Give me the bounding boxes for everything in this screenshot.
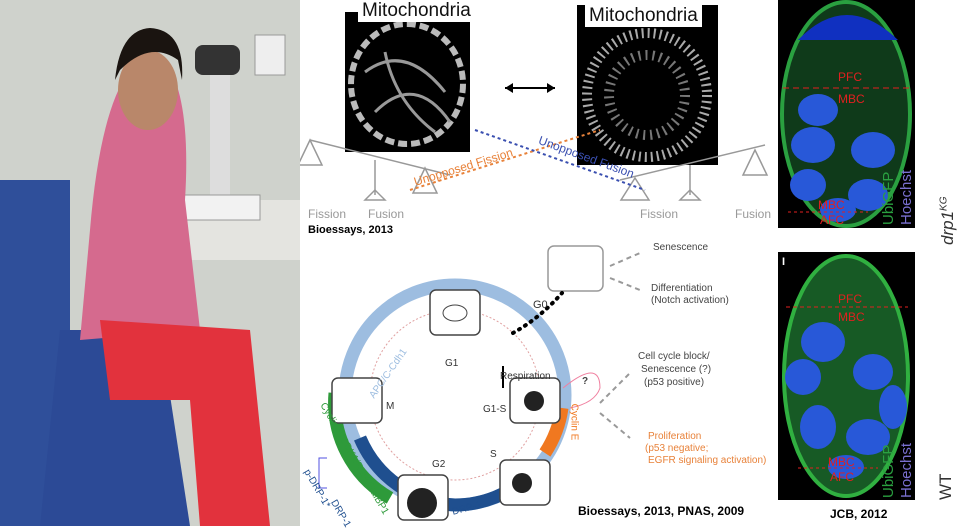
notch-label: (Notch activation): [651, 295, 729, 306]
mbc-wt-label: MBC: [838, 310, 865, 324]
balance-diagram: [300, 83, 769, 201]
phase-g0: G0: [533, 299, 548, 311]
mitochondria-panel: Mitochondria Mitochondria Unopposed Fiss…: [300, 0, 775, 236]
senescence-label: Senescence: [653, 242, 709, 253]
feedback-arrow: [562, 372, 601, 409]
double-arrow-icon: [505, 83, 555, 93]
cell-cycle-panel: G0 G1 G1-S S G2 M Respiration ? APC/C-Cd…: [300, 238, 775, 529]
m-cell: [331, 377, 383, 424]
cycle-citation: Bioessays, 2013, PNAS, 2009: [578, 504, 745, 518]
afc-wt-label: AFC: [830, 470, 854, 484]
phase-g1s: G1-S: [483, 404, 507, 415]
pfc-label: PFC: [838, 70, 862, 84]
cell-cycle-diagram: [318, 245, 641, 521]
egfr-label: EGFR signaling activation): [648, 455, 767, 466]
ubigfp-wt-label: UbiGFP: [880, 444, 897, 498]
mbc-wt-bottom-label: MBC: [828, 455, 855, 469]
fusion-right-label: Fusion: [735, 207, 772, 221]
drp1-mutant-image: PFC MBC MBC AFC UbiGFP Hoechst: [778, 0, 915, 228]
hoechst-wt-label: Hoechst: [898, 442, 915, 498]
wild-type-image: I PFC MBC MBC AFC UbiGFP Hoechst: [778, 252, 915, 500]
pfc-wt-label: PFC: [838, 292, 862, 306]
photo-illustration: [0, 0, 300, 526]
fusion-left-label: Fusion: [368, 207, 405, 221]
unopposed-fusion-arrow: [474, 129, 646, 191]
phase-m: M: [386, 401, 395, 412]
mbc-bottom-label: MBC: [818, 198, 845, 212]
senescence-q-label: Senescence (?): [641, 364, 712, 375]
fission-left-label: Fission: [308, 207, 347, 221]
g1-cell: [429, 289, 481, 336]
hoechst-label: Hoechst: [898, 169, 915, 225]
fission-right-label: Fission: [640, 207, 679, 221]
genotype-wt-label: WT: [936, 473, 955, 500]
fused-mitochondria-image: [345, 12, 470, 152]
right-scale-icon: [619, 144, 769, 201]
g0-cell: [547, 245, 604, 292]
cyclin-e-label: Cyclin E: [568, 403, 580, 441]
respiration-label: Respiration: [500, 371, 551, 382]
fragmented-mitochondria-image: [577, 5, 718, 165]
cell-cycle-block-label: Cell cycle block/: [638, 351, 710, 362]
left-mitochondria-title: Mitochondria: [358, 0, 475, 22]
left-scale-icon: [300, 138, 451, 201]
jcb-citation: JCB, 2012: [830, 507, 888, 521]
differentiation-label: Differentiation: [651, 283, 713, 294]
mbc-label: MBC: [838, 92, 865, 106]
top-citation: Bioessays, 2013: [308, 224, 394, 236]
genotype-drp1-label: drp1KG: [938, 196, 957, 245]
proliferation-label: Proliferation: [648, 431, 702, 442]
phase-g1: G1: [445, 358, 459, 369]
panel-letter: I: [782, 256, 786, 268]
p53-positive-label: (p53 positive): [644, 377, 705, 388]
g0-dotted-path: [511, 291, 564, 335]
ubigfp-label: UbiGFP: [880, 171, 897, 225]
p53-negative-label: (p53 negative;: [645, 443, 709, 454]
researcher-photo: [0, 0, 300, 526]
afc-label: AFC: [820, 213, 844, 227]
right-mitochondria-title: Mitochondria: [585, 5, 702, 27]
phase-g2: G2: [432, 459, 446, 470]
question-mark: ?: [582, 376, 589, 387]
phase-s: S: [490, 449, 497, 460]
